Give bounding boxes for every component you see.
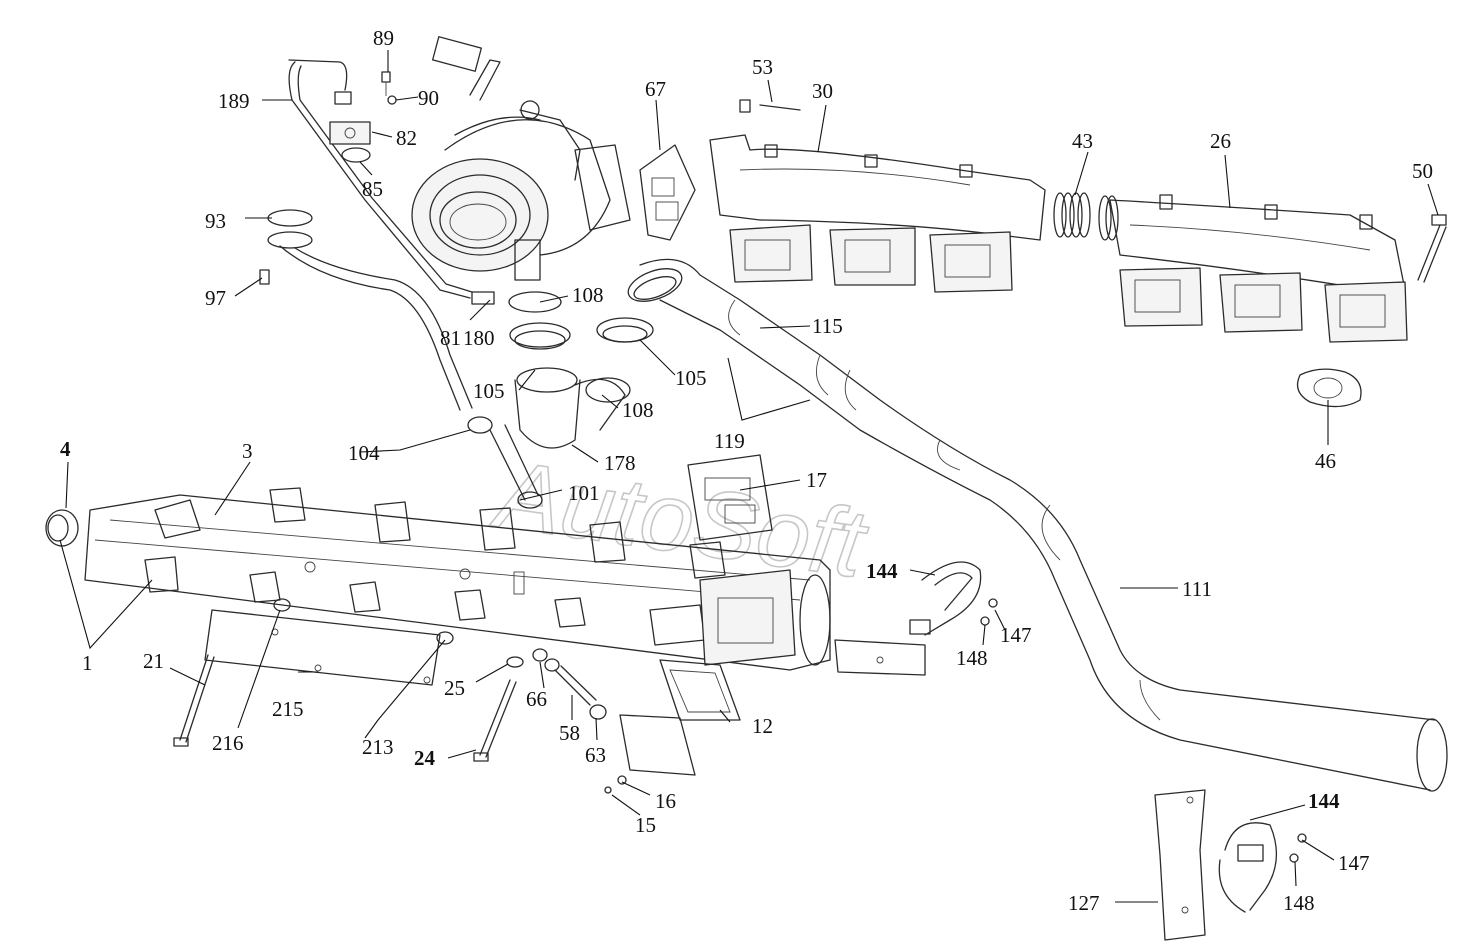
callout-101: 101 [568,481,600,505]
gasket-17 [687,454,773,541]
callout-16: 16 [655,789,676,813]
callout-178: 178 [604,451,636,475]
clamp-108-upper [627,268,683,302]
callout-1: 1 [82,651,93,675]
callout-189: 189 [218,89,250,113]
strap-clamp-144-upper [909,561,998,636]
exhaust-manifold-30 [709,99,1046,293]
callout-53: 53 [752,55,773,79]
bellows-43 [1053,192,1119,241]
elbow-assembly [467,291,654,509]
callout-148-lower: 148 [1283,891,1315,915]
oil-feed-line-189 [288,59,495,305]
gasket-46 [1296,368,1362,408]
callout-25: 25 [444,676,465,700]
bracket-plate [834,639,926,676]
intake-manifold-3 [84,487,831,671]
exhaust-pipe-111 [639,258,1448,792]
callout-63: 63 [585,743,606,767]
callout-115: 115 [812,314,843,338]
callout-17: 17 [806,468,827,492]
leader-lines [59,50,1439,903]
callout-12: 12 [752,714,773,738]
callout-67: 67 [645,77,666,101]
cover-plate-215 [204,598,454,686]
callout-119: 119 [714,429,745,453]
callout-104: 104 [348,441,380,465]
gasket-12 [659,659,741,721]
callout-30: 30 [812,79,833,103]
callout-127: 127 [1068,891,1100,915]
callout-144-lower: 144 [1308,789,1340,813]
bracket-127 [1154,789,1206,941]
callout-82: 82 [396,126,417,150]
callout-213: 213 [362,735,394,759]
cover-plate-16 [604,714,696,794]
sensor-assembly [532,648,607,720]
callout-81: 81 [440,326,461,350]
callout-85: 85 [362,177,383,201]
bolt-89 [381,71,397,105]
callout-24: 24 [414,746,436,770]
callout-97: 97 [205,286,226,310]
callout-148-upper: 148 [956,646,988,670]
callout-111: 111 [1182,577,1212,601]
callout-90: 90 [418,86,439,110]
callout-108-upper: 108 [572,283,604,307]
fitting-block-82 [329,121,371,163]
callout-15: 15 [635,813,656,837]
callout-46: 46 [1315,449,1336,473]
callout-147-upper: 147 [1000,623,1032,647]
gasket-67 [639,144,696,241]
callout-labels: 4 1 3 93 97 189 89 90 82 85 67 53 30 43 … [60,26,1433,915]
callout-26: 26 [1210,129,1231,153]
washer-25 [506,656,524,668]
exhaust-manifold-26 [1109,194,1408,343]
callout-89: 89 [373,26,394,50]
bolt-24 [473,679,517,762]
callout-4: 4 [60,437,71,461]
callout-21: 21 [143,649,164,673]
callout-58: 58 [559,721,580,745]
callout-66: 66 [526,687,547,711]
bolt-21 [173,654,215,747]
callout-93: 93 [205,209,226,233]
callout-180: 180 [463,326,495,350]
callout-144-upper: 144 [866,559,898,583]
callout-105-right: 105 [675,366,707,390]
callout-3: 3 [242,439,253,463]
callout-43: 43 [1072,129,1093,153]
callout-147-lower: 147 [1338,851,1370,875]
callout-216: 216 [212,731,244,755]
bolt-50 [1417,214,1447,283]
turbocharger [411,36,631,281]
callout-108-lower: 108 [622,398,654,422]
callout-215: 215 [272,697,304,721]
callout-50: 50 [1412,159,1433,183]
strap-clamp-144-lower [1218,822,1307,913]
plug-4 [45,509,79,547]
callout-105-left: 105 [473,379,505,403]
